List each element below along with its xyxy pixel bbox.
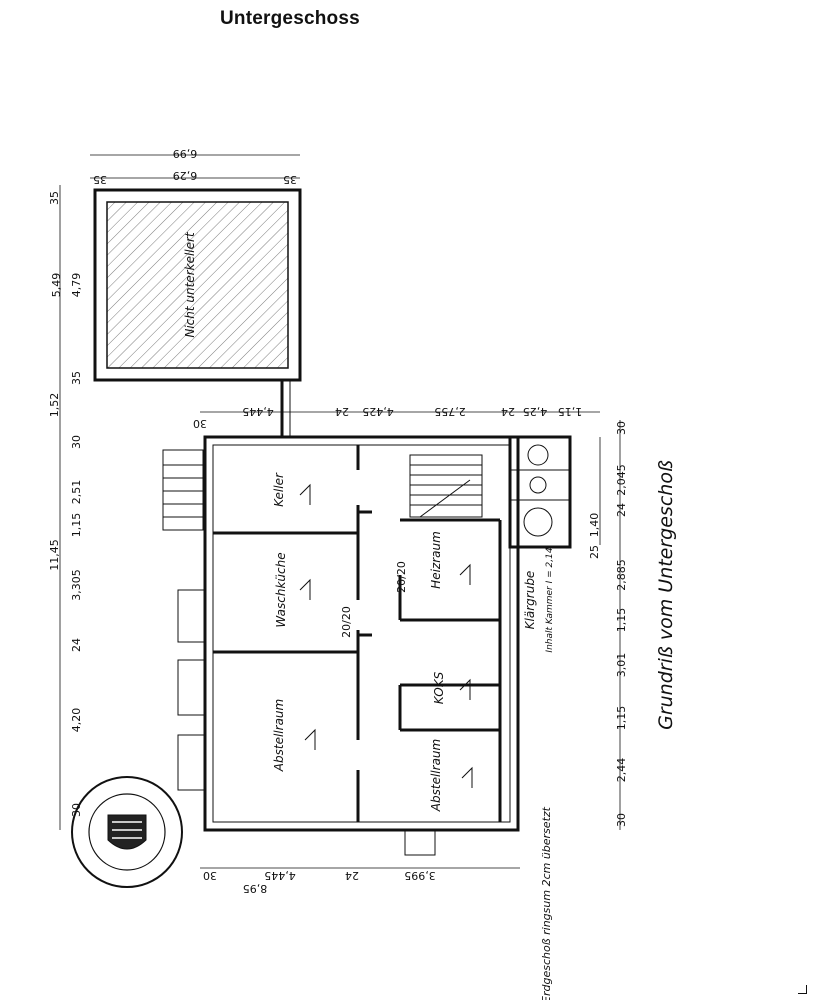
- dim-upper: 4,445: [242, 405, 274, 418]
- dim-left: 11,45: [48, 539, 61, 571]
- interior-walls: [213, 445, 502, 822]
- dim-upper: 24: [335, 405, 349, 418]
- room-label-abstellraum-right: Abstellraum: [429, 739, 443, 812]
- stairs-exterior: [162, 449, 204, 531]
- dimension-lines: [59, 154, 621, 869]
- dim-right: 25: [588, 545, 601, 559]
- dim-bottom: 24: [345, 869, 359, 882]
- septic-tank: [508, 435, 572, 549]
- dim-left: 3,305: [70, 569, 83, 601]
- dim-top: 35: [283, 173, 297, 186]
- room-label-nicht-unterkellert: Nicht unterkellert: [183, 231, 197, 338]
- plan-title: Grundriß vom Untergeschoß: [655, 460, 677, 730]
- dim-right: 30: [615, 813, 628, 827]
- page-title: Untergeschoss: [220, 8, 360, 29]
- dim-upper: 24: [501, 405, 515, 418]
- dim-upper: 30: [193, 417, 207, 430]
- room-label-heizraum: Heizraum: [429, 531, 443, 589]
- dim-left: 4,79: [70, 273, 83, 298]
- vent-label: 20/20: [395, 561, 408, 593]
- room-label-klaergrube: Klärgrube: [523, 571, 537, 630]
- dim-left: 35: [70, 371, 83, 385]
- dim-bottom: 30: [203, 869, 217, 882]
- dim-bottom: 3,995: [404, 869, 436, 882]
- dim-left: 2,51: [70, 480, 83, 505]
- dim-left: 1,52: [48, 393, 61, 418]
- plan-note: Erdgeschoß ringsum 2cm übersetzt: [540, 806, 553, 1000]
- dim-right: 1,15: [615, 706, 628, 731]
- corner-mark: [798, 985, 807, 994]
- dim-upper: 4,25: [523, 405, 548, 418]
- dim-top: 6,99: [173, 147, 198, 160]
- dim-left: 1,15: [70, 513, 83, 538]
- stairs-interior: [409, 454, 483, 518]
- room-label-keller: Keller: [272, 472, 286, 507]
- dim-right: 2,885: [615, 559, 628, 591]
- room-label-waschkueche: Waschküche: [274, 552, 288, 627]
- dim-right: 24: [615, 503, 628, 517]
- dim-left: 4,20: [70, 708, 83, 733]
- room-arrows: [299, 483, 473, 788]
- dim-upper: 4,425: [362, 405, 394, 418]
- dim-top: 6,29: [173, 169, 198, 182]
- window-wells: [177, 589, 436, 856]
- dim-left: 24: [70, 638, 83, 652]
- dim-right: 1,15: [615, 608, 628, 633]
- dim-left: 5,49: [50, 273, 63, 298]
- annex-unbasemented: [93, 188, 302, 437]
- vent-label: 20/20: [340, 606, 353, 638]
- dim-upper: 2,755: [434, 405, 466, 418]
- dim-left: 30: [70, 435, 83, 449]
- official-stamp: [71, 776, 183, 888]
- dim-right: 2,045: [615, 464, 628, 496]
- klaergrube-note: Inhalt Kammer I = 2,14: [545, 547, 555, 652]
- dim-right: 30: [615, 421, 628, 435]
- dim-bottom: 4,445: [264, 869, 296, 882]
- dim-upper: 1,15: [558, 405, 583, 418]
- room-label-koks: KOKS: [432, 671, 446, 704]
- room-label-abstellraum-left: Abstellraum: [272, 699, 286, 772]
- dim-right: 3,01: [615, 653, 628, 678]
- dim-left: 35: [48, 191, 61, 205]
- dim-top: 35: [93, 173, 107, 186]
- dim-right: 2,44: [615, 758, 628, 783]
- dim-bottom: 8,95: [243, 882, 268, 895]
- dim-right: 1,40: [588, 513, 601, 538]
